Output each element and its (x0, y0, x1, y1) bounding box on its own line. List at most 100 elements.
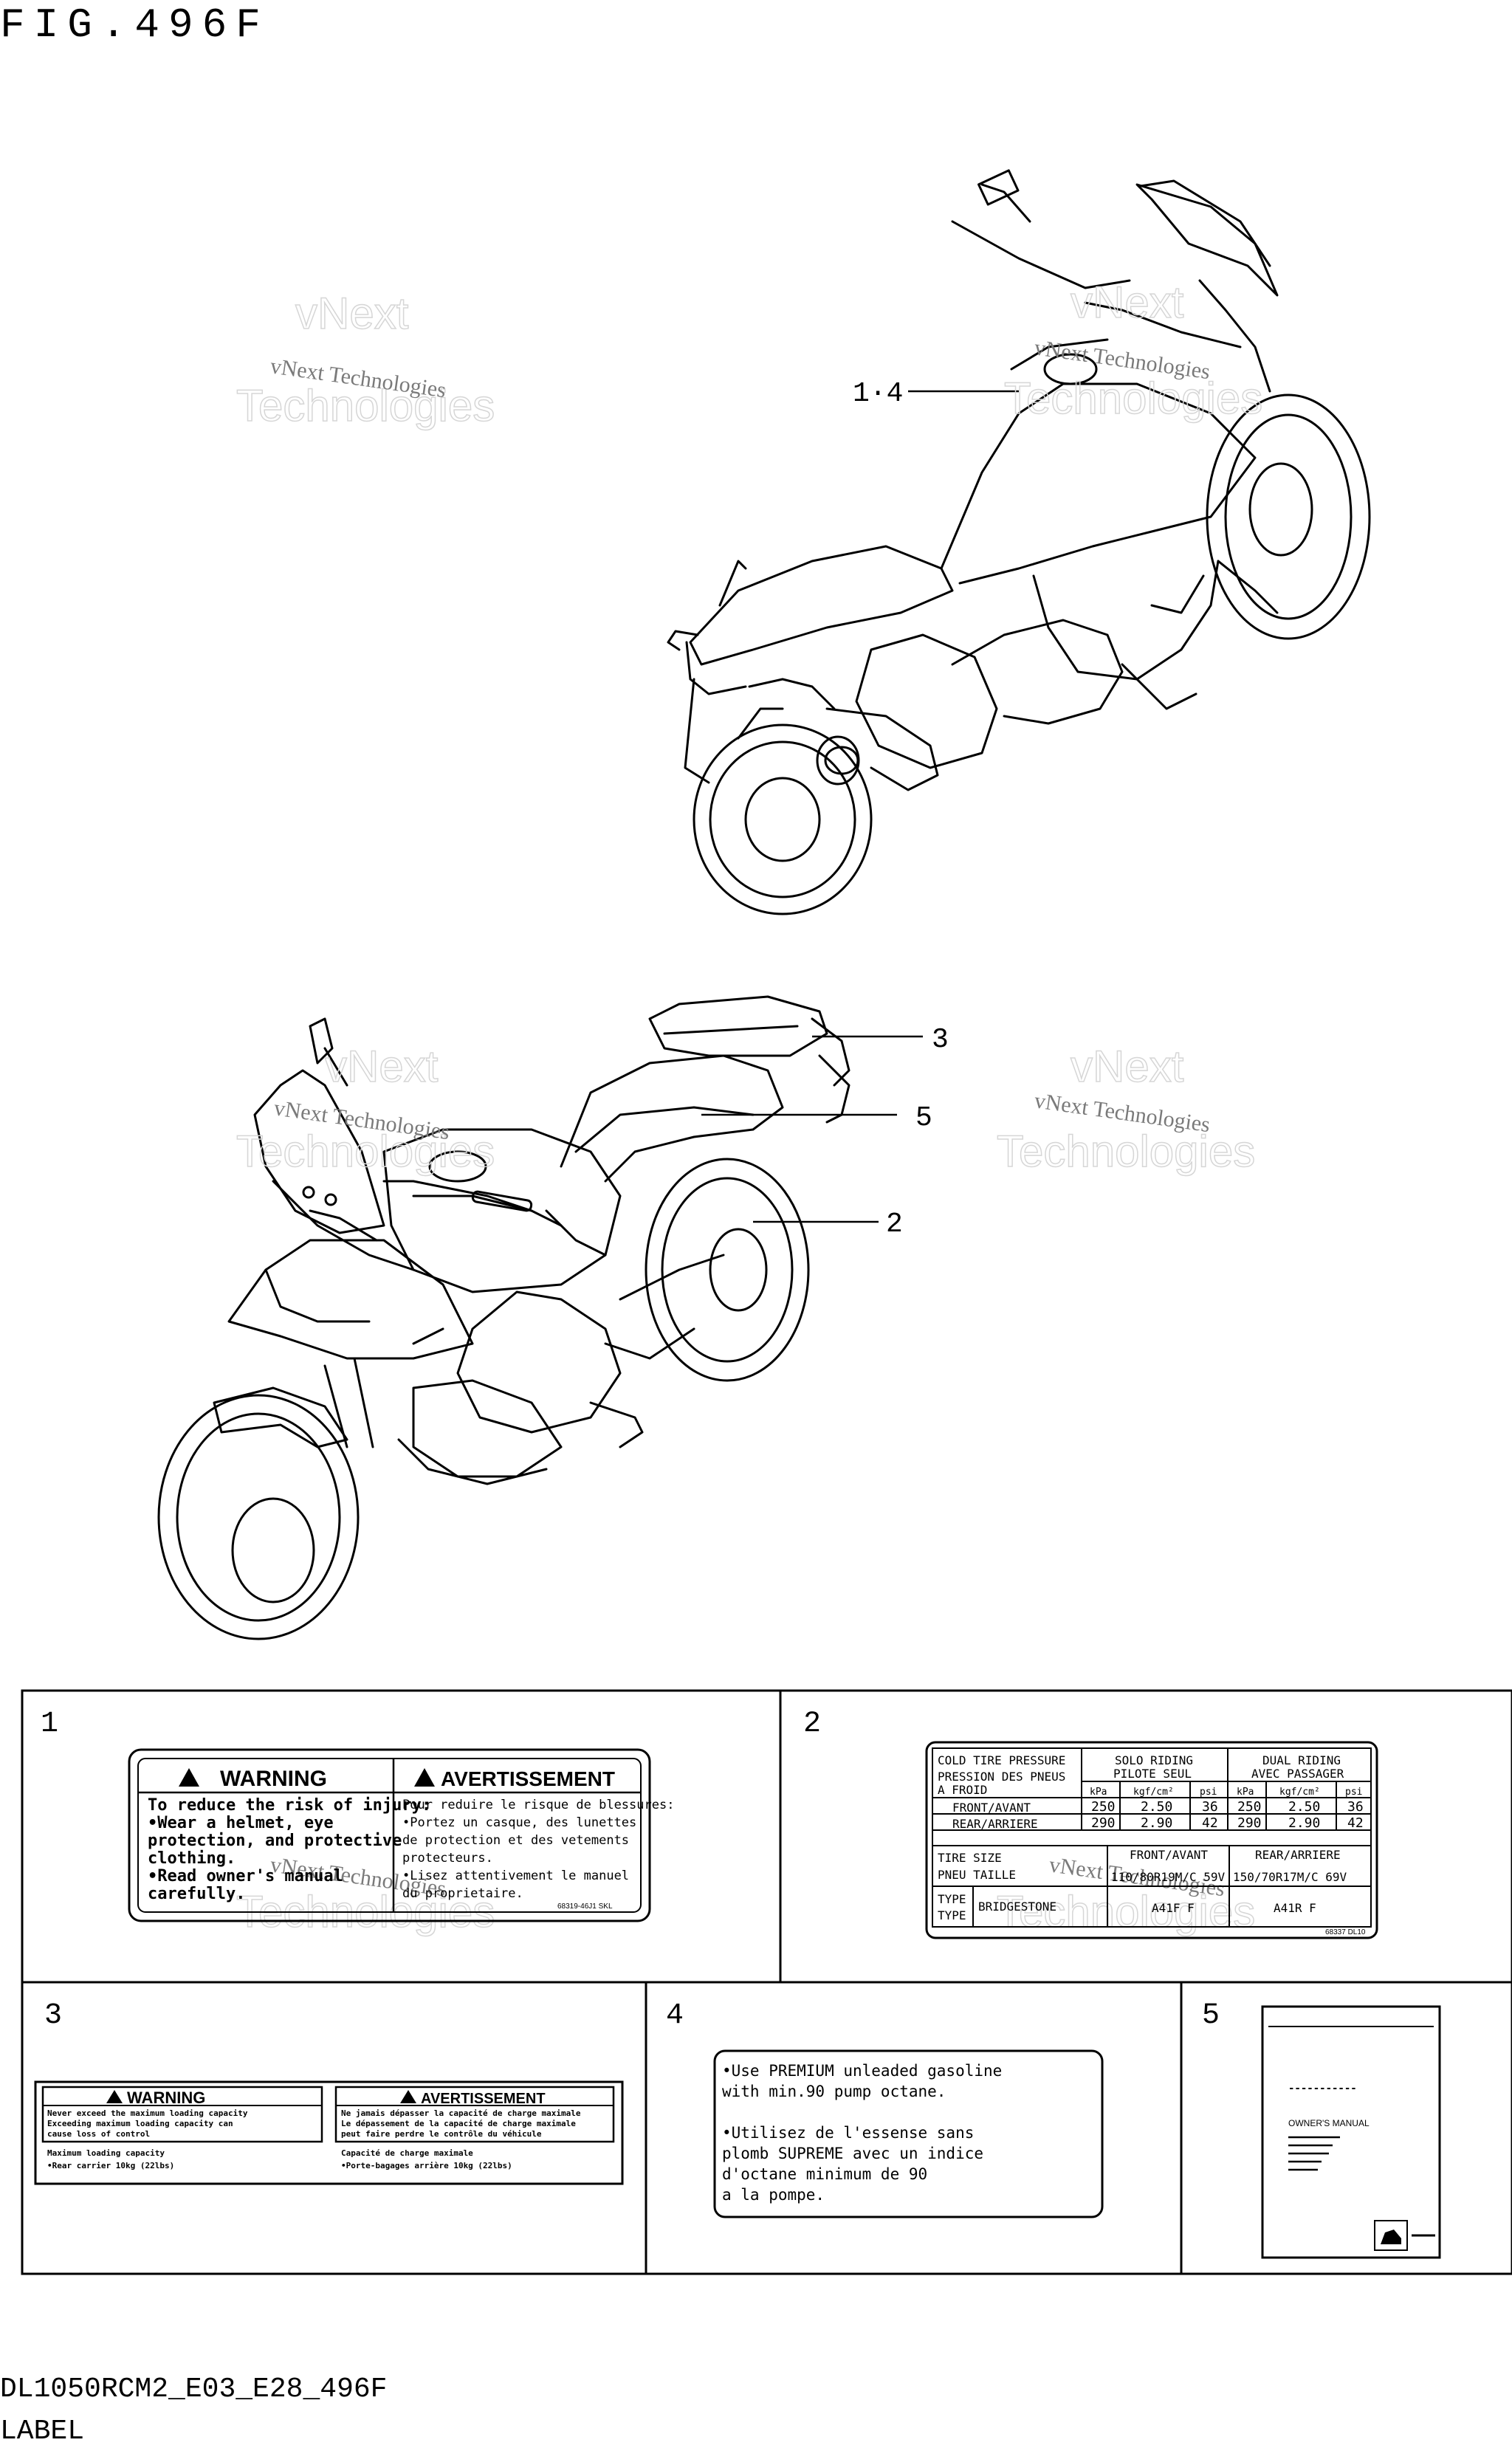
label-1-fr-line: protecteurs. (402, 1851, 493, 1866)
label-2-unit: kgf/cm² (1133, 1787, 1174, 1798)
label-2-value: 36 (1202, 1799, 1218, 1815)
label-1-fr-line: •Portez un casque, des lunettes (402, 1815, 636, 1830)
label-1-en-line: •Read owner's manual (148, 1867, 343, 1885)
label-3-fr-line: Ne jamais dépasser la capacité de charge… (341, 2108, 581, 2118)
label-1-warning-en: WARNING (220, 1767, 327, 1791)
watermark-brand: vNext (1071, 1042, 1184, 1091)
warning-triangle-icon (106, 2090, 123, 2103)
callout-5: 5 (915, 1102, 932, 1134)
label-1-en-line: To reduce the risk of injury: (148, 1796, 431, 1815)
label-2-text: FRONT/AVANT (1130, 1848, 1208, 1862)
label-3-fr-line: Le dépassement de la capacité de charge … (341, 2119, 576, 2128)
label-1-fr-line: Pour reduire le risque de blessures: (402, 1798, 674, 1812)
label-2-text: 110/80R19M/C 59V (1111, 1870, 1225, 1884)
label-2-text: PRESSION DES PNEUS (938, 1770, 1065, 1784)
watermark-brand: vNext (1071, 278, 1184, 327)
label-3-en-line: Never exceed the maximum loading capacit… (47, 2108, 248, 2118)
watermark-brand: Technologies (1004, 374, 1262, 423)
cell-number-5: 5 (1202, 1999, 1220, 2032)
label-2-text: A FROID (938, 1783, 987, 1797)
label-2-value: 42 (1347, 1815, 1364, 1831)
watermark-brand: Technologies (997, 1127, 1255, 1176)
label-3-capacity: •Rear carrier 10kg (22lbs) (47, 2161, 174, 2170)
label-2-value: 2.90 (1141, 1815, 1172, 1831)
figure-name: LABEL (0, 2416, 85, 2447)
cell-number-1: 1 (41, 1708, 58, 1741)
label-1-warning-fr: AVERTISSEMENT (441, 1767, 615, 1790)
label-2-text: PNEU TAILLE (938, 1868, 1016, 1882)
label-4-line: •Utilisez de l'essense sans (722, 2124, 974, 2142)
label-4-line: a la pompe. (722, 2186, 825, 2204)
label-5-dashes: ----------- (1288, 2083, 1357, 2094)
label-2-value: 250 (1091, 1799, 1116, 1815)
watermark-brand: Technologies (236, 1127, 495, 1176)
cell-number-2: 2 (803, 1708, 821, 1741)
label-1-en-line: •Wear a helmet, eye (148, 1814, 334, 1832)
label-2-text: COLD TIRE PRESSURE (938, 1753, 1065, 1767)
figure-code: DL1050RCM2_E03_E28_496F (0, 2373, 388, 2405)
watermark-brand: vNext (325, 1042, 439, 1091)
motorcycle-front-view (157, 995, 850, 1640)
label-2-value: 2.50 (1141, 1799, 1172, 1815)
label-3-capacity: Capacité de charge maximale (341, 2148, 473, 2158)
label-2-unit: kgf/cm² (1279, 1787, 1320, 1798)
callout-leaders (701, 390, 1019, 1223)
callout-1-4: 1·4 (853, 378, 903, 410)
label-5-title: OWNER'S MANUAL (1288, 2118, 1370, 2128)
label-1-fr-line: du proprietaire. (402, 1886, 523, 1901)
label-2-tire-pressure: COLD TIRE PRESSURE PRESSION DES PNEUS A … (925, 1741, 1378, 1939)
warning-triangle-icon (179, 1768, 199, 1787)
manual-rider-icon (1381, 2230, 1401, 2244)
label-2-text: DUAL RIDING (1262, 1753, 1341, 1767)
label-4-line: d'octane minimum de 90 (722, 2165, 927, 2183)
label-2-unit: psi (1345, 1787, 1362, 1798)
watermark-brand: Technologies (997, 1887, 1255, 1936)
label-2-value: 2.90 (1288, 1815, 1320, 1831)
label-2-text: REAR/ARRIERE (1255, 1848, 1341, 1862)
label-1-fr-line: •Lisez attentivement le manuel (402, 1869, 629, 1883)
label-2-text: AVEC PASSAGER (1251, 1767, 1344, 1781)
label-1-code: 68319-46J1 SKL (557, 1902, 613, 1911)
label-1-en-line: clothing. (148, 1849, 236, 1868)
label-4-fuel: •Use PREMIUM unleaded gasoline with min.… (713, 2049, 1104, 2218)
label-2-text: BRIDGESTONE (978, 1900, 1056, 1914)
label-1-helmet-warning: WARNING AVERTISSEMENT To reduce the risk… (128, 1748, 674, 1922)
label-2-value: 36 (1347, 1799, 1364, 1815)
label-2-unit: kPa (1090, 1787, 1107, 1798)
label-2-text: SOLO RIDING (1115, 1753, 1193, 1767)
label-1-fr-line: de protection et des vetements (402, 1833, 629, 1848)
label-3-en-line: cause loss of control (47, 2129, 150, 2139)
cell-number-3: 3 (44, 1999, 62, 2032)
label-3-fr-line: peut faire perdre le contrôle du véhicul… (341, 2129, 542, 2139)
label-2-unit: kPa (1237, 1787, 1254, 1798)
label-3-en-line: Exceeding maximum loading capacity can (47, 2119, 233, 2128)
label-3-capacity: •Porte-bagages arrière 10kg (22lbs) (341, 2161, 512, 2170)
label-3-warning-fr: AVERTISSEMENT (421, 2091, 546, 2107)
label-table (21, 1689, 1512, 2275)
label-5-owners-manual: ----------- OWNER'S MANUAL (1261, 2005, 1441, 2259)
warning-triangle-icon (414, 1768, 435, 1787)
label-2-value: 250 (1237, 1799, 1262, 1815)
label-3-capacity: Maximum loading capacity (47, 2148, 165, 2158)
label-2-value: 42 (1202, 1815, 1218, 1831)
label-2-text: A41F F (1152, 1901, 1195, 1915)
label-1-en-line: carefully. (148, 1885, 245, 1903)
watermark-group: vNext Technologies vNext Technologies vN… (236, 277, 1263, 1937)
label-4-line: •Use PREMIUM unleaded gasoline (722, 2062, 1002, 2080)
label-2-text: A41R F (1274, 1901, 1316, 1915)
label-2-text: FRONT/AVANT (952, 1801, 1031, 1815)
label-2-value: 2.50 (1288, 1799, 1320, 1815)
watermark-brand: vNext (295, 289, 409, 338)
label-2-text: TYPE (938, 1892, 966, 1906)
label-2-unit: psi (1200, 1787, 1217, 1798)
label-2-text: PILOTE SEUL (1113, 1767, 1192, 1781)
warning-triangle-icon (400, 2090, 416, 2103)
watermark-brand: Technologies (236, 381, 495, 430)
label-3-loading-warning: WARNING AVERTISSEMENT Never exceed the m… (34, 2080, 624, 2185)
label-2-code: 68337 DL10 (1325, 1928, 1366, 1936)
callout-2: 2 (886, 1209, 903, 1240)
label-2-value: 290 (1237, 1815, 1262, 1831)
label-1-en-line: protection, and protective (148, 1832, 402, 1850)
label-4-line: plomb SUPREME avec un indice (722, 2145, 983, 2162)
